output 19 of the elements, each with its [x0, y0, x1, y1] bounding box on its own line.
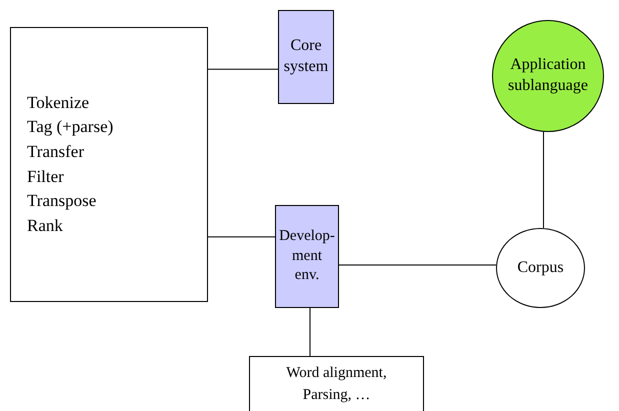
- connector-line: [208, 236, 276, 238]
- step-label: Transpose: [27, 190, 96, 212]
- connector-line: [543, 132, 544, 228]
- node-label: Word alignment, Parsing, …: [285, 364, 388, 405]
- tool-box: [249, 356, 424, 411]
- connector-line: [208, 68, 278, 70]
- node-label: Application sublanguage: [507, 55, 589, 96]
- step-label: Tokenize: [27, 92, 90, 114]
- step-label: Transfer: [27, 140, 84, 163]
- connector-line: [338, 264, 497, 266]
- node-label: Develop-ment env.: [279, 227, 335, 286]
- step-label: Rank: [27, 214, 63, 237]
- step-label: Tag (+parse): [27, 116, 114, 138]
- node-label: Core system: [282, 36, 330, 77]
- component-box: [278, 10, 334, 104]
- task-list-box: [10, 27, 208, 302]
- node-label: Corpus: [517, 258, 564, 278]
- component-box: [275, 205, 339, 308]
- step-label: Filter: [27, 166, 64, 188]
